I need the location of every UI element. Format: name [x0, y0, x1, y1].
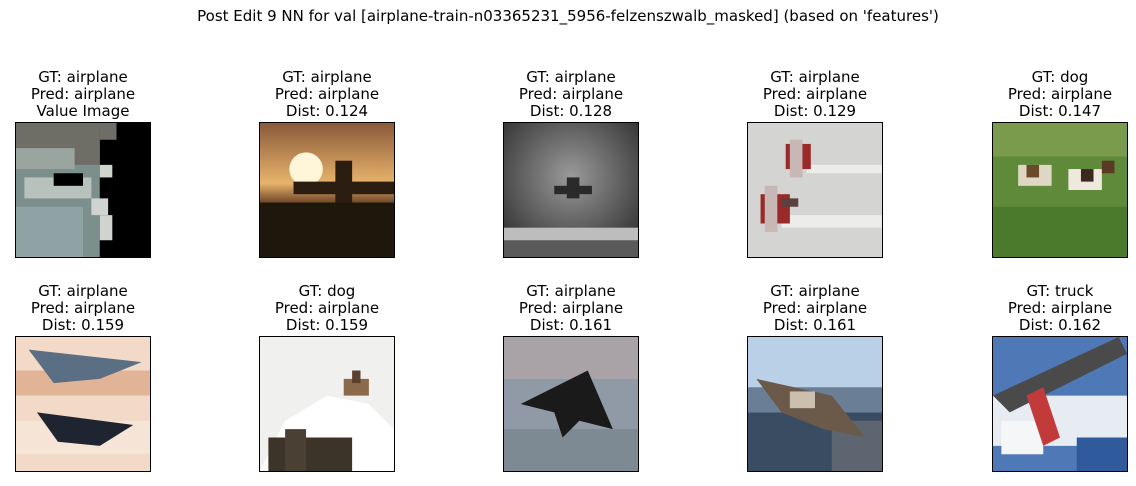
stealth-bombers-image [15, 336, 151, 472]
two-biplanes-image [747, 122, 883, 258]
pred-label: Pred: airplane [762, 85, 868, 103]
panel-neighbor-1: GT: airplane Pred: airplane Dist: 0.124 [259, 69, 395, 258]
panel-caption: GT: airplane Pred: airplane Value Image [0, 69, 191, 120]
panel-neighbor-3: GT: airplane Pred: airplane Dist: 0.129 [747, 69, 883, 258]
pred-label: Pred: airplane [30, 85, 136, 103]
figure-title: Post Edit 9 NN for val [airplane-train-n… [197, 7, 939, 25]
dist-label: Dist: 0.147 [1018, 102, 1102, 120]
panel-query: GT: airplane Pred: airplane Value Image [15, 69, 151, 258]
gt-label: GT: airplane [770, 282, 860, 300]
dog-in-snow-image [259, 336, 395, 472]
gt-label: GT: truck [1026, 282, 1094, 300]
gt-label: GT: airplane [526, 282, 616, 300]
panel-neighbor-4: GT: dog Pred: airplane Dist: 0.147 [992, 69, 1128, 258]
gt-label: GT: airplane [526, 68, 616, 86]
pred-label: Pred: airplane [518, 299, 624, 317]
grayscale-airplane-image [503, 122, 639, 258]
dist-label: Dist: 0.161 [529, 316, 613, 334]
panel-caption: GT: airplane Pred: airplane Dist: 0.161 [707, 283, 923, 334]
panel-caption: GT: dog Pred: airplane Dist: 0.159 [219, 283, 435, 334]
dist-label: Dist: 0.162 [1018, 316, 1102, 334]
dist-label: Dist: 0.159 [41, 316, 125, 334]
panel-caption: GT: airplane Pred: airplane Dist: 0.128 [463, 69, 679, 120]
panel-neighbor-6: GT: dog Pred: airplane Dist: 0.159 [259, 283, 395, 472]
dist-label: Dist: 0.124 [285, 102, 369, 120]
pred-label: Pred: airplane [274, 299, 380, 317]
stealth-fighter-image [503, 336, 639, 472]
panel-neighbor-5: GT: airplane Pred: airplane Dist: 0.159 [15, 283, 151, 472]
panel-neighbor-9: GT: truck Pred: airplane Dist: 0.162 [992, 283, 1128, 472]
panel-caption: GT: airplane Pred: airplane Dist: 0.159 [0, 283, 191, 334]
pred-label: Pred: airplane [1007, 299, 1113, 317]
dist-label: Dist: 0.129 [773, 102, 857, 120]
pred-label: Pred: airplane [1007, 85, 1113, 103]
gt-label: GT: airplane [282, 68, 372, 86]
gt-label: GT: dog [298, 282, 356, 300]
panel-caption: GT: truck Pred: airplane Dist: 0.162 [952, 283, 1136, 334]
panel-caption: GT: airplane Pred: airplane Dist: 0.129 [707, 69, 923, 120]
gt-label: GT: airplane [770, 68, 860, 86]
dist-label: Dist: 0.159 [285, 316, 369, 334]
masked-airplane-image [15, 122, 151, 258]
sunset-airplane-image [259, 122, 395, 258]
gt-label: GT: airplane [38, 282, 128, 300]
dogs-on-grass-image [992, 122, 1128, 258]
truck-sky-image [992, 336, 1128, 472]
dist-label: Dist: 0.161 [773, 316, 857, 334]
pred-label: Pred: airplane [762, 299, 868, 317]
panel-neighbor-8: GT: airplane Pred: airplane Dist: 0.161 [747, 283, 883, 472]
panel-caption: GT: airplane Pred: airplane Dist: 0.124 [219, 69, 435, 120]
panel-caption: GT: airplane Pred: airplane Dist: 0.161 [463, 283, 679, 334]
gt-label: GT: dog [1031, 68, 1089, 86]
pred-label: Pred: airplane [274, 85, 380, 103]
pred-label: Pred: airplane [518, 85, 624, 103]
dist-label: Dist: 0.128 [529, 102, 613, 120]
gt-label: GT: airplane [38, 68, 128, 86]
value-image-label: Value Image [36, 102, 130, 120]
panel-neighbor-7: GT: airplane Pred: airplane Dist: 0.161 [503, 283, 639, 472]
panel-caption: GT: dog Pred: airplane Dist: 0.147 [952, 69, 1136, 120]
pred-label: Pred: airplane [30, 299, 136, 317]
jet-over-landscape-image [747, 336, 883, 472]
panel-neighbor-2: GT: airplane Pred: airplane Dist: 0.128 [503, 69, 639, 258]
